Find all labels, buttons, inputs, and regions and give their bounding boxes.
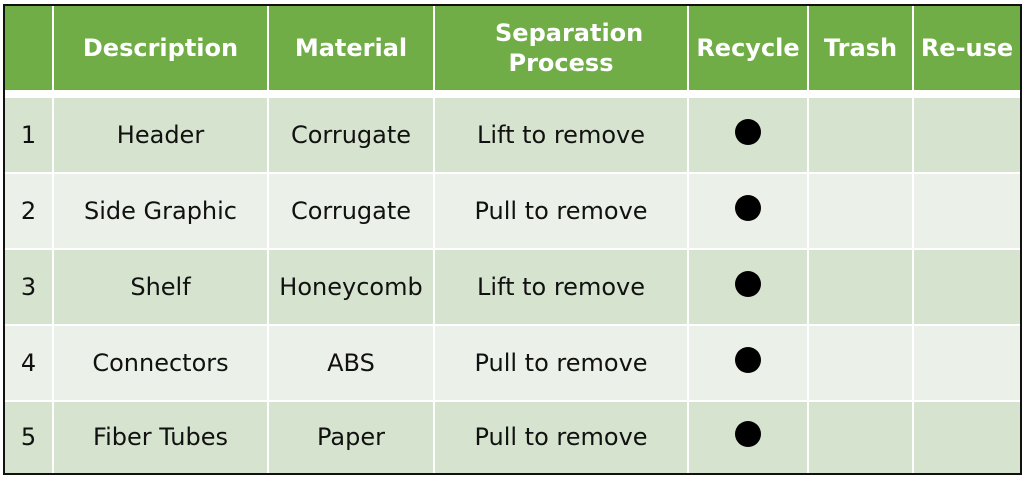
header-material: Material	[269, 6, 435, 98]
filled-circle-icon	[735, 194, 761, 221]
reuse-cell	[914, 401, 1020, 473]
recycle-cell	[689, 249, 809, 326]
description-cell: Shelf	[54, 249, 269, 326]
process-cell: Lift to remove	[435, 98, 689, 174]
header-separation-process: Separation Process	[435, 6, 689, 98]
trash-cell	[809, 173, 914, 250]
header-row: Description Material Separation Process …	[5, 6, 1020, 98]
process-cell: Pull to remove	[435, 401, 689, 473]
header-description: Description	[54, 6, 269, 98]
row-number: 1	[5, 98, 54, 174]
filled-circle-icon	[735, 118, 761, 145]
header-reuse: Re-use	[914, 6, 1020, 98]
description-cell: Header	[54, 98, 269, 174]
material-cell: Corrugate	[269, 173, 435, 250]
trash-cell	[809, 98, 914, 174]
process-cell: Pull to remove	[435, 325, 689, 402]
header-trash: Trash	[809, 6, 914, 98]
header-recycle: Recycle	[689, 6, 809, 98]
description-cell: Connectors	[54, 325, 269, 402]
recycle-cell	[689, 98, 809, 174]
material-cell: Honeycomb	[269, 249, 435, 326]
reuse-cell	[914, 173, 1020, 250]
trash-cell	[809, 249, 914, 326]
description-cell: Fiber Tubes	[54, 401, 269, 473]
recycling-table: Description Material Separation Process …	[3, 4, 1022, 475]
material-cell: Paper	[269, 401, 435, 473]
reuse-cell	[914, 98, 1020, 174]
process-cell: Pull to remove	[435, 173, 689, 250]
filled-circle-icon	[735, 270, 761, 297]
row-number: 4	[5, 325, 54, 402]
material-cell: ABS	[269, 325, 435, 402]
description-cell: Side Graphic	[54, 173, 269, 250]
reuse-cell	[914, 249, 1020, 326]
filled-circle-icon	[735, 346, 761, 373]
recycle-cell	[689, 173, 809, 250]
row-number: 3	[5, 249, 54, 326]
row-number: 5	[5, 401, 54, 473]
recycle-cell	[689, 401, 809, 473]
reuse-cell	[914, 325, 1020, 402]
filled-circle-icon	[735, 421, 761, 448]
process-cell: Lift to remove	[435, 249, 689, 326]
material-cell: Corrugate	[269, 98, 435, 174]
header-number	[5, 6, 54, 98]
trash-cell	[809, 401, 914, 473]
trash-cell	[809, 325, 914, 402]
recycle-cell	[689, 325, 809, 402]
row-number: 2	[5, 173, 54, 250]
